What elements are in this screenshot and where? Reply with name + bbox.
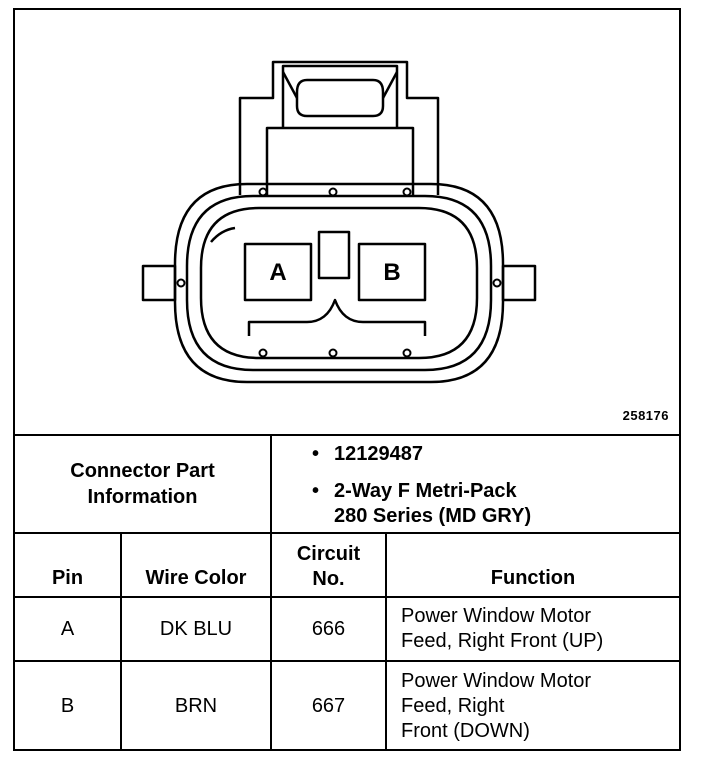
row-a-wire-color: DK BLU: [159, 617, 233, 640]
cavity-floor: [247, 298, 427, 336]
col-divider-1: [120, 532, 122, 751]
latch-housing: [238, 60, 440, 195]
latch-slot: [295, 78, 385, 118]
header-circuit-line2: No.: [312, 568, 345, 590]
latch-right-taper: [381, 71, 399, 99]
polarization-key: [317, 230, 351, 280]
row-b-function-line1: Power Window Motor: [401, 670, 592, 692]
row-a-circuit: 666: [311, 617, 346, 640]
part-info-label: Connector Part Information: [15, 436, 270, 532]
col-divider-3: [385, 532, 387, 751]
separator-header: [15, 596, 679, 598]
separator-row: [15, 660, 679, 662]
left-ear: [141, 264, 177, 302]
housing-outer: [173, 182, 505, 384]
housing-inner-1: [185, 194, 493, 372]
row-b-function: Power Window Motor Feed, Right Front (DO…: [387, 662, 679, 751]
pin-b-cavity: [357, 242, 427, 302]
header-wire-color: Wire Color: [145, 567, 247, 589]
part-info-details: • 12129487 • 2-Way F Metri-Pack 280 Seri…: [312, 442, 672, 530]
row-b-circuit: 667: [311, 695, 346, 717]
pin-b-label: B: [383, 259, 400, 286]
connector-face-view: A B: [141, 60, 537, 384]
header-circuit-line1: Circuit: [296, 543, 361, 565]
part-description-line2: 280 Series (MD GRY): [334, 505, 532, 527]
row-a-function: Power Window Motor Feed, Right Front (UP…: [387, 598, 679, 660]
row-b-function-line3: Front (DOWN): [401, 720, 530, 742]
housing-rivets: [176, 187, 502, 358]
row-a-pin: A: [60, 617, 75, 640]
header-circuit: Circuit No.: [272, 534, 385, 596]
row-b-pin: B: [60, 695, 75, 717]
row-b-wire-color: BRN: [174, 695, 218, 717]
pin-a-label: A: [269, 259, 286, 286]
part-info-label-line2: Information: [87, 486, 198, 508]
pin-a-cavity: [243, 242, 313, 302]
latch-left-taper: [281, 71, 299, 99]
cavity-left-corner: [210, 226, 236, 243]
separator-parts: [15, 532, 679, 534]
part-description-item: • 2-Way F Metri-Pack 280 Series (MD GRY): [312, 480, 532, 527]
part-number: 12129487: [334, 443, 423, 465]
separator-top: [15, 434, 679, 436]
part-description-line1: 2-Way F Metri-Pack: [334, 480, 517, 502]
parts-divider: [270, 434, 272, 532]
col-divider-2: [270, 532, 272, 751]
latch-tab: [281, 64, 399, 128]
connector-info-sheet: A B 258176 Connector Part Information • …: [13, 8, 681, 751]
right-ear: [501, 264, 537, 302]
header-function: Function: [490, 567, 576, 589]
header-pin: Pin: [51, 567, 84, 589]
figure-id: 258176: [622, 408, 669, 423]
row-b-function-line2: Feed, Right: [401, 695, 505, 717]
row-a-function-line1: Power Window Motor: [401, 605, 592, 627]
connector-drawing: A B 258176: [15, 10, 679, 434]
row-a-function-line2: Feed, Right Front (UP): [401, 630, 604, 652]
latch-step: [265, 126, 415, 195]
part-number-item: • 12129487: [312, 443, 423, 465]
housing-inner-2: [199, 206, 479, 360]
part-info-label-line1: Connector Part: [70, 460, 215, 482]
